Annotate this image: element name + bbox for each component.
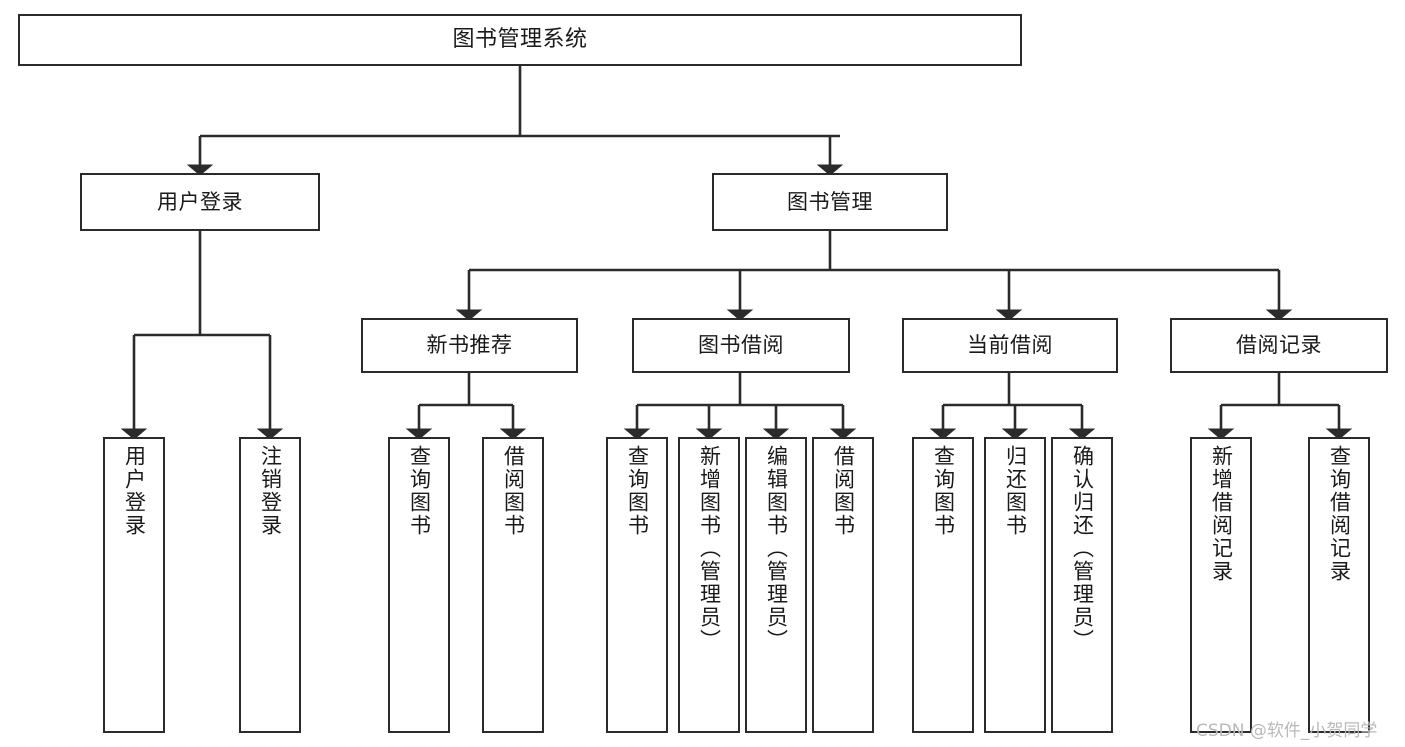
node-leaf-query-book-2-label: 查询图书	[625, 445, 650, 537]
node-leaf-edit-book[interactable]: 编辑图书（管理员）	[745, 437, 807, 733]
node-root[interactable]: 图书管理系统	[18, 14, 1022, 66]
node-leaf-confirm-return-label: 确认归还（管理员）	[1070, 445, 1095, 652]
node-current-borrow[interactable]: 当前借阅	[902, 318, 1118, 373]
node-leaf-borrow-book-1-label: 借阅图书	[501, 445, 526, 537]
node-leaf-user-login[interactable]: 用户登录	[103, 437, 165, 733]
node-leaf-borrow-book-1[interactable]: 借阅图书	[482, 437, 544, 733]
node-leaf-query-book-3[interactable]: 查询图书	[912, 437, 974, 733]
node-book-manage-label: 图书管理	[787, 189, 873, 214]
node-leaf-query-book-2[interactable]: 查询图书	[606, 437, 668, 733]
node-leaf-add-book[interactable]: 新增图书（管理员）	[678, 437, 740, 733]
node-user-login[interactable]: 用户登录	[80, 173, 320, 231]
node-leaf-query-book-3-label: 查询图书	[931, 445, 956, 537]
node-leaf-query-record-label: 查询借阅记录	[1327, 445, 1352, 583]
node-leaf-query-book-1[interactable]: 查询图书	[388, 437, 450, 733]
csdn-watermark: CSDN @软件_小贺同学	[1196, 721, 1378, 741]
node-leaf-add-record[interactable]: 新增借阅记录	[1190, 437, 1252, 733]
node-leaf-add-book-label: 新增图书（管理员）	[697, 445, 722, 652]
node-leaf-return-book-label: 归还图书	[1003, 445, 1028, 537]
node-leaf-edit-book-label: 编辑图书（管理员）	[764, 445, 789, 652]
node-leaf-query-book-1-label: 查询图书	[407, 445, 432, 537]
node-borrow-record-label: 借阅记录	[1236, 333, 1322, 358]
node-leaf-user-logout[interactable]: 注销登录	[239, 437, 301, 733]
node-book-manage[interactable]: 图书管理	[712, 173, 948, 231]
node-leaf-add-record-label: 新增借阅记录	[1209, 445, 1234, 583]
node-current-borrow-label: 当前借阅	[967, 333, 1053, 358]
node-leaf-return-book[interactable]: 归还图书	[984, 437, 1046, 733]
node-book-borrow-label: 图书借阅	[698, 333, 784, 358]
node-borrow-record[interactable]: 借阅记录	[1170, 318, 1388, 373]
node-new-book-rec-label: 新书推荐	[426, 333, 513, 358]
node-root-label: 图书管理系统	[452, 27, 588, 53]
node-leaf-borrow-book-2-label: 借阅图书	[831, 445, 856, 537]
node-leaf-confirm-return[interactable]: 确认归还（管理员）	[1051, 437, 1113, 733]
node-leaf-user-login-label: 用户登录	[122, 445, 147, 537]
node-book-borrow[interactable]: 图书借阅	[632, 318, 850, 373]
node-leaf-borrow-book-2[interactable]: 借阅图书	[812, 437, 874, 733]
node-leaf-query-record[interactable]: 查询借阅记录	[1308, 437, 1370, 733]
node-leaf-user-logout-label: 注销登录	[258, 445, 283, 537]
node-new-book-rec[interactable]: 新书推荐	[361, 318, 578, 373]
node-user-login-label: 用户登录	[157, 189, 243, 214]
